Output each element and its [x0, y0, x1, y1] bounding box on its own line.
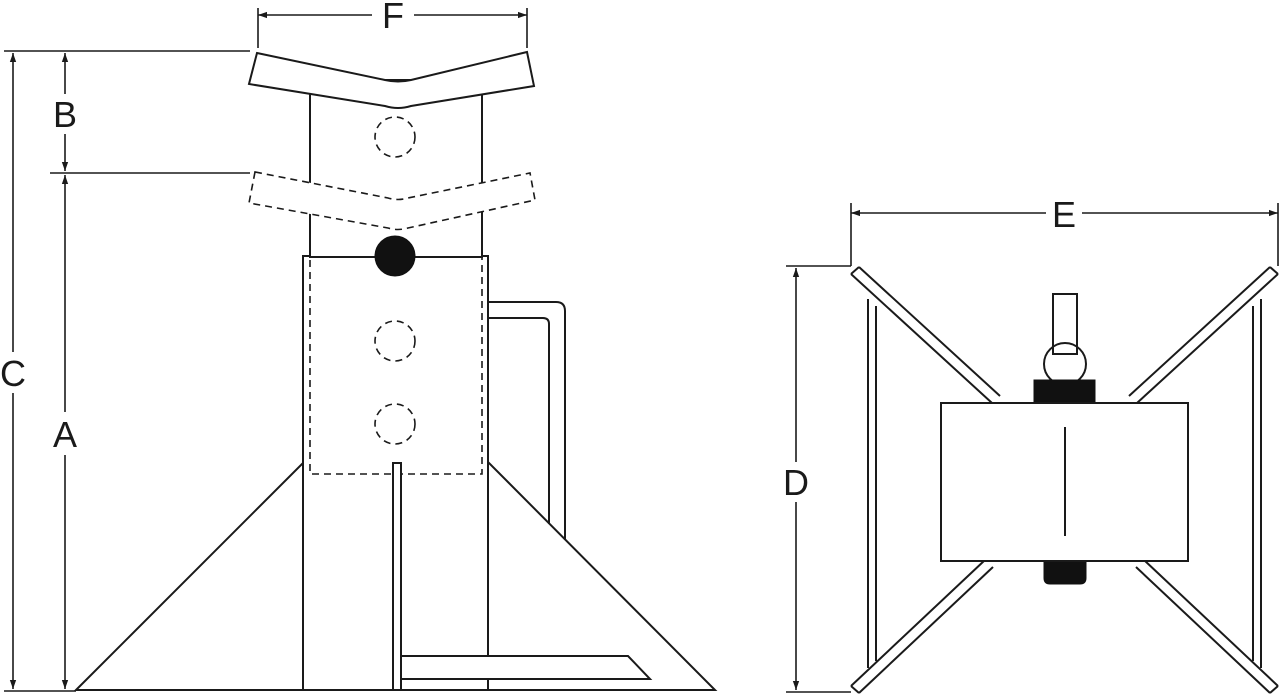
side-view — [73, 50, 718, 691]
dimension-a: A — [53, 175, 77, 689]
base-leg-bottom-right — [1135, 559, 1279, 694]
dimension-d: D — [783, 265, 851, 693]
bottom-boss — [1043, 559, 1087, 585]
base-rail-left — [867, 299, 877, 668]
saddle — [247, 50, 536, 109]
saddle-lowered-outline — [248, 171, 536, 231]
label-e: E — [1052, 194, 1076, 235]
label-d: D — [783, 462, 809, 503]
foot-pedal — [400, 655, 653, 680]
locking-pin — [374, 235, 416, 277]
dimension-c: C — [0, 53, 26, 689]
base-leg-top-left — [850, 266, 1001, 404]
label-b: B — [53, 94, 77, 135]
top-view — [850, 266, 1279, 694]
label-a: A — [53, 414, 77, 455]
adjust-hole-middle — [374, 320, 416, 362]
label-f: F — [382, 0, 404, 36]
pin-collar — [1033, 379, 1096, 404]
dimension-f: F — [257, 0, 528, 48]
ratchet-bar — [392, 462, 402, 691]
base-rail-right — [1252, 299, 1262, 668]
handle-loop — [488, 301, 566, 540]
label-c: C — [0, 353, 26, 394]
base-leg-top-right — [1128, 266, 1279, 404]
dimension-b: B — [53, 53, 77, 171]
base-leg-bottom-left — [850, 559, 994, 694]
dimension-e: E — [850, 194, 1279, 266]
adjust-hole-upper — [374, 116, 416, 158]
handle-loop-inner — [488, 317, 550, 524]
adjust-hole-lower — [374, 403, 416, 445]
